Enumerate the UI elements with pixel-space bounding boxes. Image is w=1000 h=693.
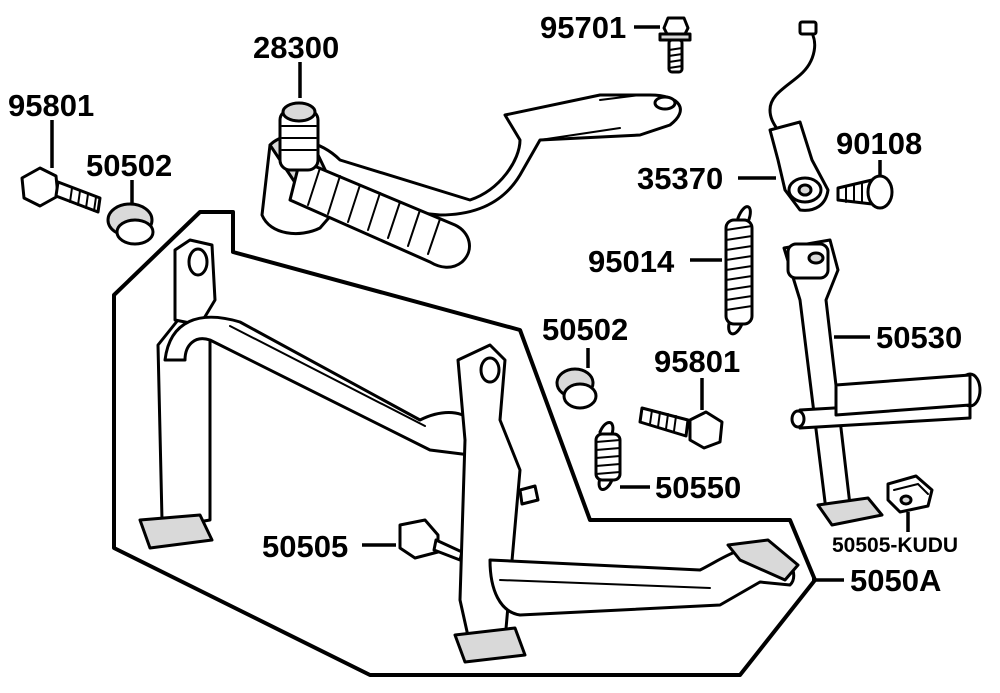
label-95801-mid: 95801 [654,344,740,379]
part-5050a-main-stand[interactable] [138,238,800,664]
part-35370-stand-switch[interactable] [768,20,830,212]
label-5050a: 5050A [850,563,941,598]
label-90108: 90108 [836,126,922,161]
label-28300: 28300 [253,30,339,65]
part-28300-kick-lever[interactable] [260,93,682,269]
part-50550-spring[interactable] [594,421,622,491]
group-boundary-5050a [112,210,817,677]
part-50505-stopper[interactable] [398,518,464,562]
part-95701-bolt[interactable] [658,16,692,74]
part-50502-collar-top[interactable] [106,202,155,246]
label-50530: 50530 [876,320,962,355]
label-95801-top: 95801 [8,88,94,123]
part-95014-spring[interactable] [724,205,754,336]
part-90108-screw[interactable] [836,174,894,210]
label-50505: 50505 [262,529,348,564]
label-35370: 35370 [637,161,723,196]
label-95014: 95014 [588,244,675,279]
label-50550: 50550 [655,470,741,505]
part-50530-side-stand[interactable] [782,238,982,527]
part-95801-bolt-top[interactable] [20,166,102,214]
part-50505-kudu-rubber[interactable] [886,474,934,514]
label-50505-kudu: 50505-KUDU [832,534,958,557]
label-50502-top: 50502 [86,148,172,183]
part-50502-collar-mid[interactable] [555,367,598,410]
part-95801-bolt-mid[interactable] [638,406,724,450]
label-50502-mid: 50502 [542,312,628,347]
label-95701: 95701 [540,10,626,45]
